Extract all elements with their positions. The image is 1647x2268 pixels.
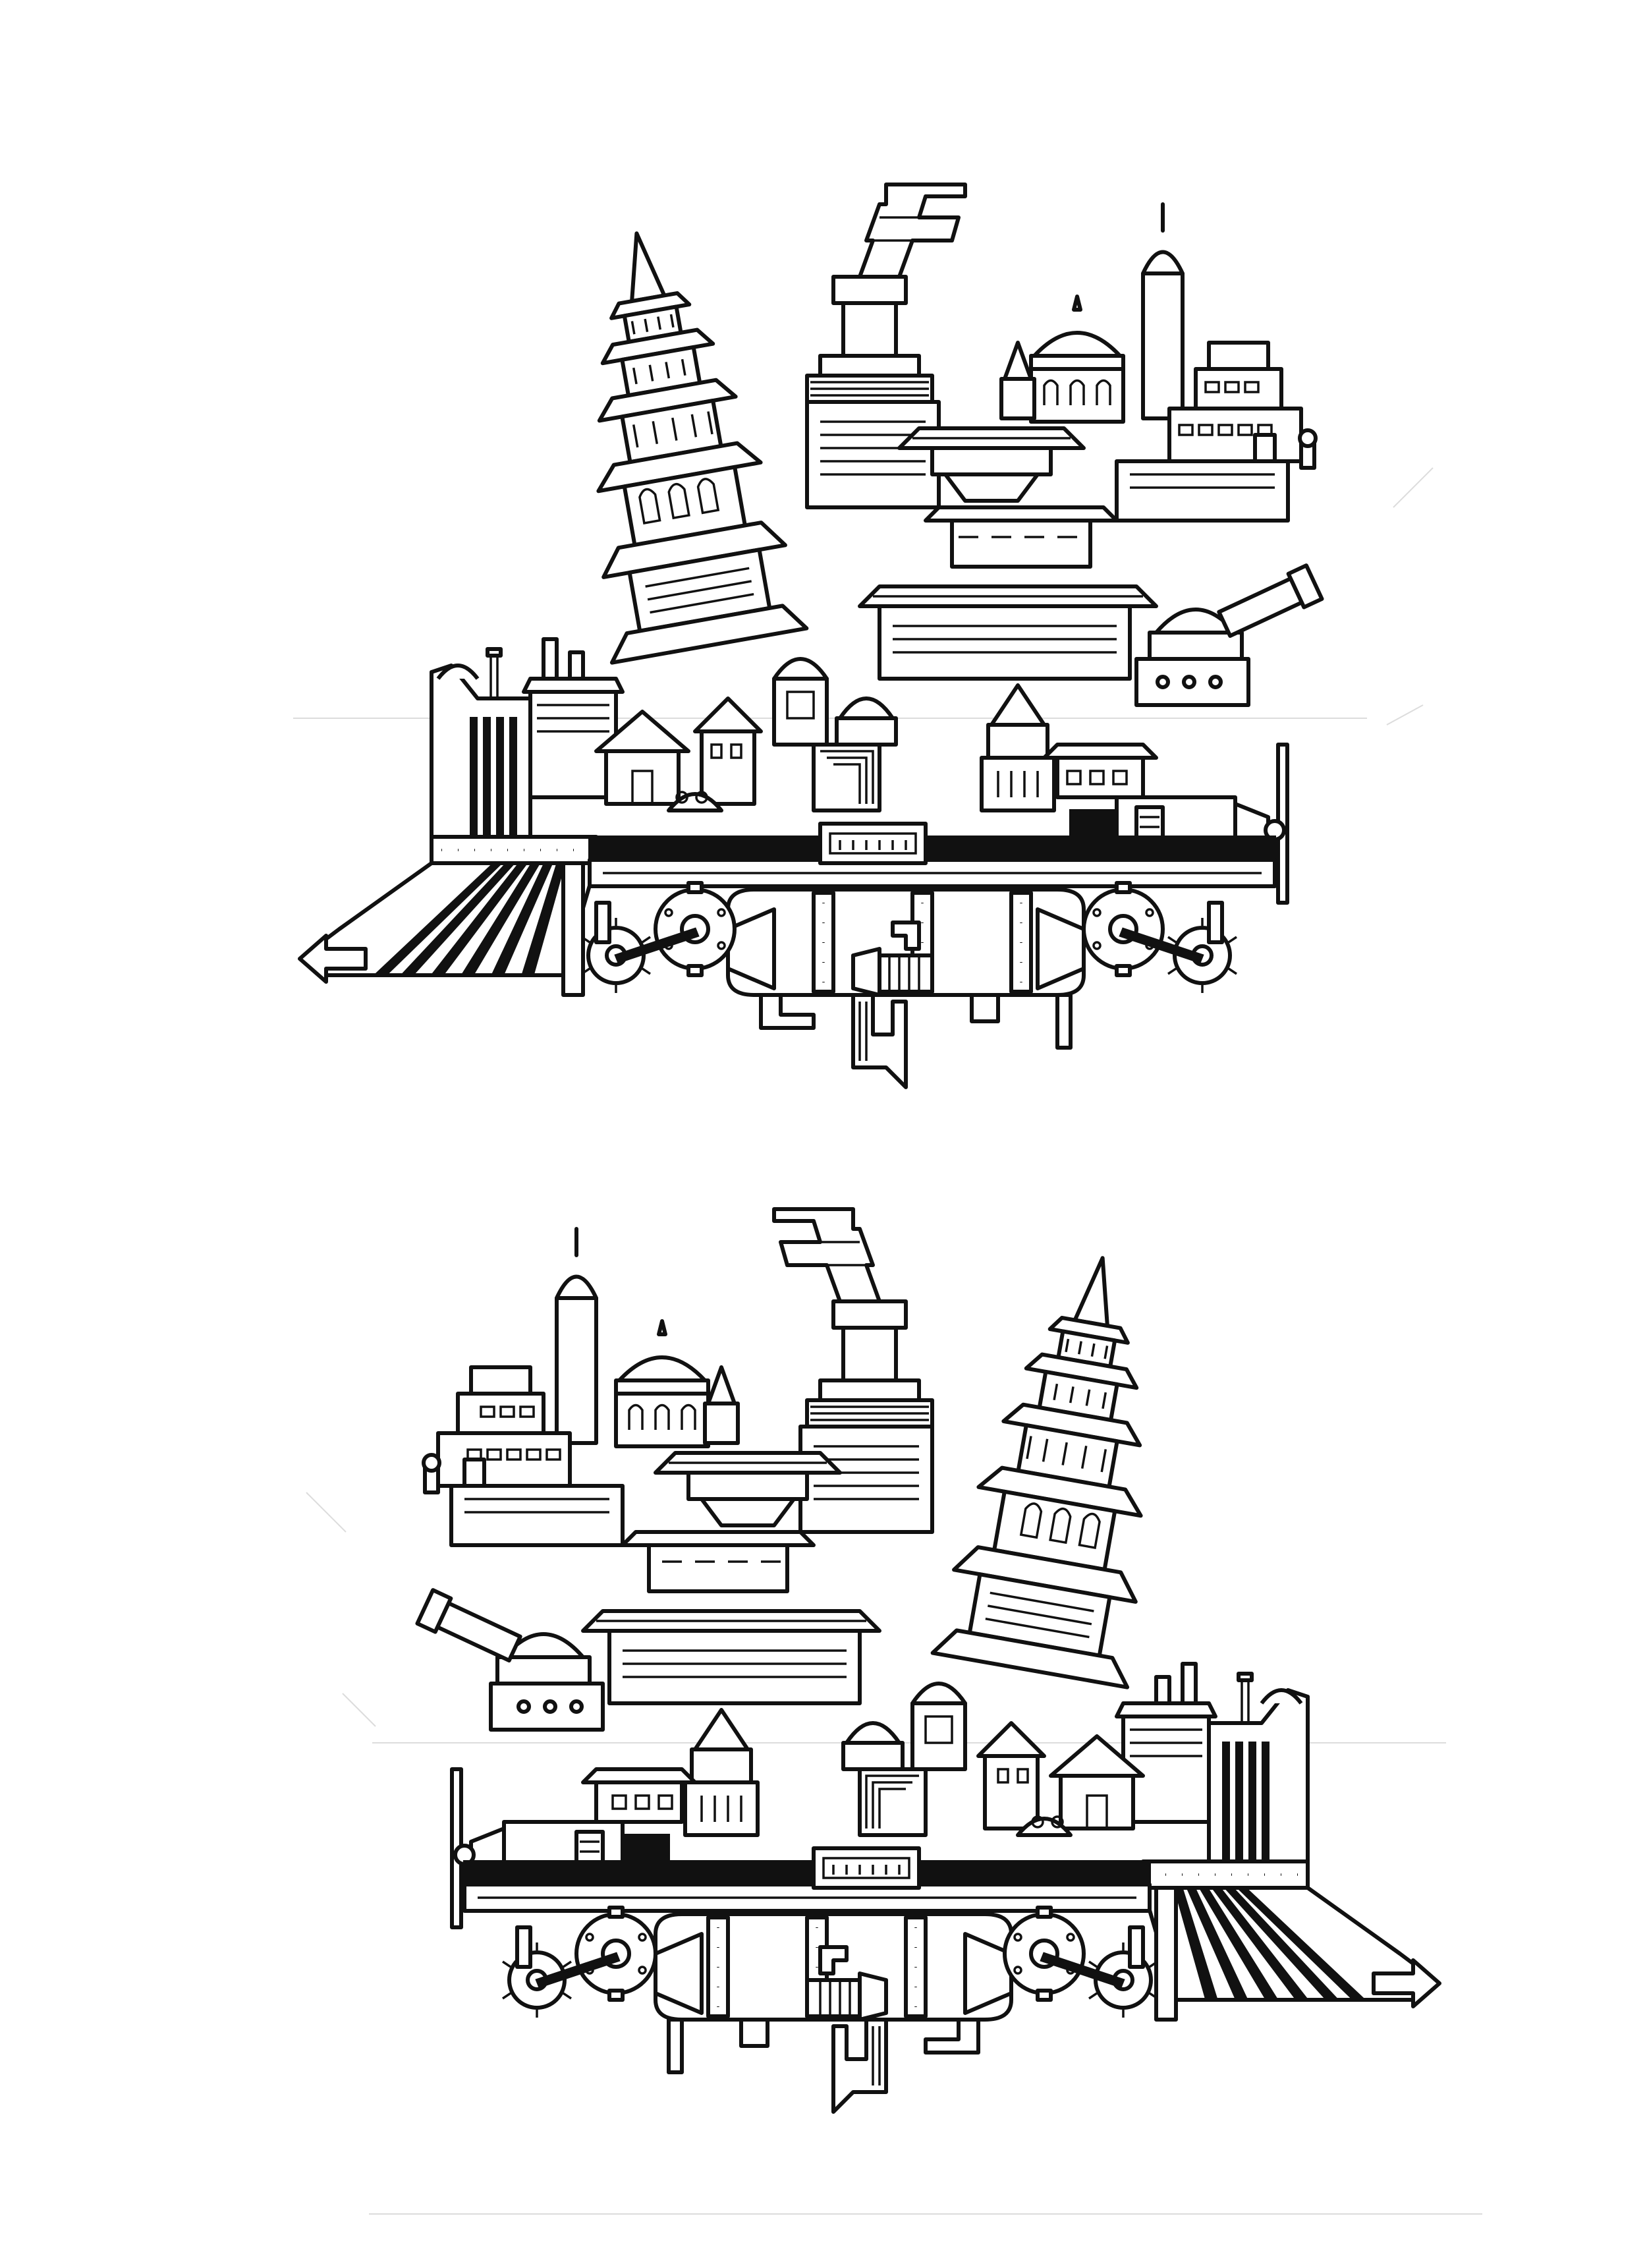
sketch-mark — [1386, 704, 1424, 725]
flying-city-facing-right — [306, 1209, 1446, 2112]
flying-city-facing-left — [293, 184, 1433, 1087]
sketch-mark — [342, 1693, 376, 1727]
